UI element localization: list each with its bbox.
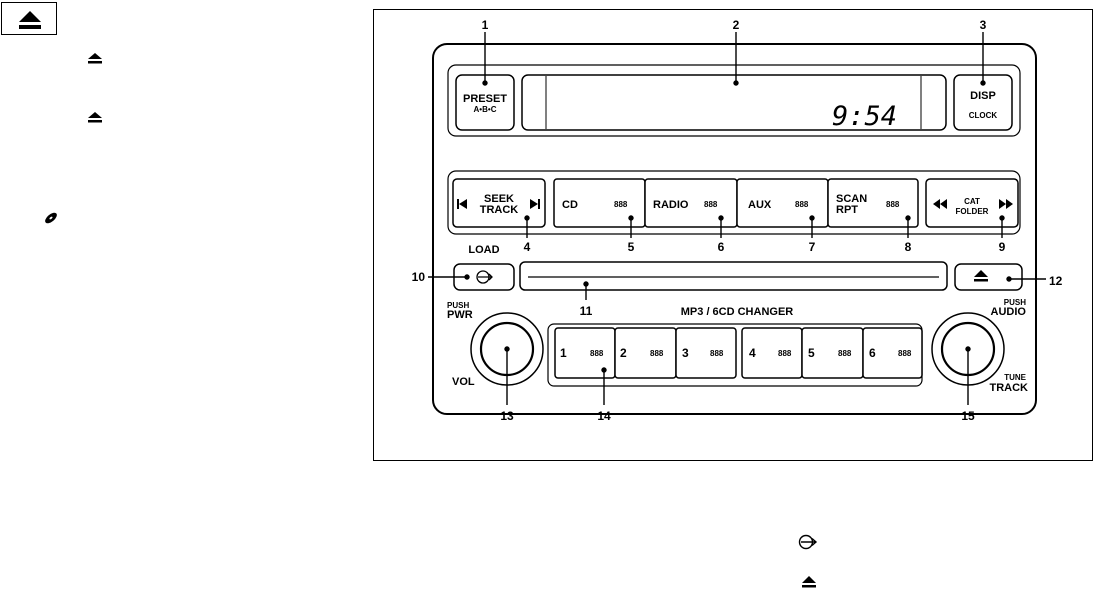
- svg-text:5: 5: [628, 240, 635, 254]
- svg-text:SCAN: SCAN: [836, 193, 867, 205]
- svg-text:RPT: RPT: [836, 204, 858, 216]
- svg-text:CD: CD: [562, 199, 578, 211]
- svg-text:FOLDER: FOLDER: [956, 207, 989, 216]
- display-window: 9:54: [521, 74, 947, 132]
- svg-text:888: 888: [590, 349, 604, 358]
- svg-text:TRACK: TRACK: [480, 204, 519, 216]
- preset-5-button[interactable]: 5 888: [801, 327, 864, 379]
- svg-text:888: 888: [710, 349, 724, 358]
- disc-slot: [519, 261, 948, 291]
- svg-text:PUSH: PUSH: [447, 301, 469, 310]
- svg-text:6: 6: [869, 346, 876, 360]
- svg-text:1: 1: [482, 18, 489, 32]
- svg-text:888: 888: [650, 349, 664, 358]
- eject-button[interactable]: [954, 263, 1023, 291]
- seek-track-button[interactable]: SEEK TRACK: [452, 178, 546, 228]
- svg-text:15: 15: [961, 409, 975, 423]
- svg-text:CLOCK: CLOCK: [969, 111, 998, 120]
- cat-folder-button[interactable]: CAT FOLDER: [925, 178, 1019, 228]
- aux-button[interactable]: AUX 888: [736, 178, 829, 228]
- eject-icon: [88, 53, 102, 64]
- led-icon: 888: [704, 200, 718, 209]
- svg-text:AUDIO: AUDIO: [991, 306, 1027, 318]
- svg-text:PWR: PWR: [447, 309, 473, 321]
- svg-text:14: 14: [597, 409, 611, 423]
- svg-text:TRACK: TRACK: [990, 382, 1029, 394]
- svg-text:2: 2: [733, 18, 740, 32]
- preset-1-button[interactable]: 1 888: [554, 327, 616, 379]
- svg-text:TUNE: TUNE: [1004, 373, 1026, 382]
- preset-2-button[interactable]: 2 888: [614, 327, 677, 379]
- preset-4-button[interactable]: 4 888: [741, 327, 803, 379]
- svg-text:4: 4: [524, 240, 531, 254]
- eject-box: [1, 2, 57, 35]
- svg-text:RADIO: RADIO: [653, 199, 689, 211]
- eject-icon: [88, 112, 102, 123]
- scan-rpt-button[interactable]: SCAN RPT 888: [827, 178, 919, 228]
- disp-clock-button[interactable]: DISP CLOCK: [953, 74, 1013, 131]
- svg-text:3: 3: [980, 18, 987, 32]
- svg-text:DISP: DISP: [970, 90, 996, 102]
- eject-icon: [19, 11, 41, 29]
- svg-text:12: 12: [1049, 274, 1063, 288]
- led-icon: 888: [886, 200, 900, 209]
- eject-icon: [802, 576, 816, 588]
- svg-text:13: 13: [500, 409, 514, 423]
- svg-text:SEEK: SEEK: [484, 193, 514, 205]
- display-clock: 9:54: [832, 101, 897, 132]
- callout-lines: [428, 32, 1046, 405]
- load-icon: [798, 534, 818, 550]
- svg-text:CAT: CAT: [964, 197, 980, 206]
- disc-icon: [45, 212, 57, 224]
- svg-text:1: 1: [560, 346, 567, 360]
- svg-text:6: 6: [718, 240, 725, 254]
- svg-text:PUSH: PUSH: [1004, 298, 1026, 307]
- svg-text:A•B•C: A•B•C: [474, 105, 497, 114]
- svg-text:5: 5: [808, 346, 815, 360]
- svg-text:888: 888: [778, 349, 792, 358]
- svg-text:PRESET: PRESET: [463, 93, 507, 105]
- changer-label: MP3 / 6CD CHANGER: [681, 306, 794, 318]
- preset-6-button[interactable]: 6 888: [862, 327, 923, 379]
- led-icon: 888: [795, 200, 809, 209]
- callout-numbers: 1 2 3 4 5 6 7 8 9 10 11 12 13 14 15: [412, 18, 1063, 423]
- preset-button[interactable]: PRESET A•B•C: [455, 74, 515, 131]
- svg-text:888: 888: [838, 349, 852, 358]
- svg-text:11: 11: [580, 304, 593, 318]
- svg-text:3: 3: [682, 346, 689, 360]
- preset-3-button[interactable]: 3 888: [675, 327, 737, 379]
- svg-text:AUX: AUX: [748, 199, 772, 211]
- radio-button[interactable]: RADIO 888: [644, 178, 738, 228]
- svg-text:4: 4: [749, 346, 756, 360]
- svg-text:2: 2: [620, 346, 627, 360]
- led-icon: 888: [614, 200, 628, 209]
- svg-text:888: 888: [898, 349, 912, 358]
- load-label: LOAD: [468, 244, 499, 256]
- svg-text:7: 7: [809, 240, 816, 254]
- svg-text:VOL: VOL: [452, 376, 475, 388]
- svg-text:9: 9: [999, 240, 1006, 254]
- svg-text:10: 10: [412, 270, 426, 284]
- diagram-frame: [373, 9, 1093, 461]
- svg-text:8: 8: [905, 240, 912, 254]
